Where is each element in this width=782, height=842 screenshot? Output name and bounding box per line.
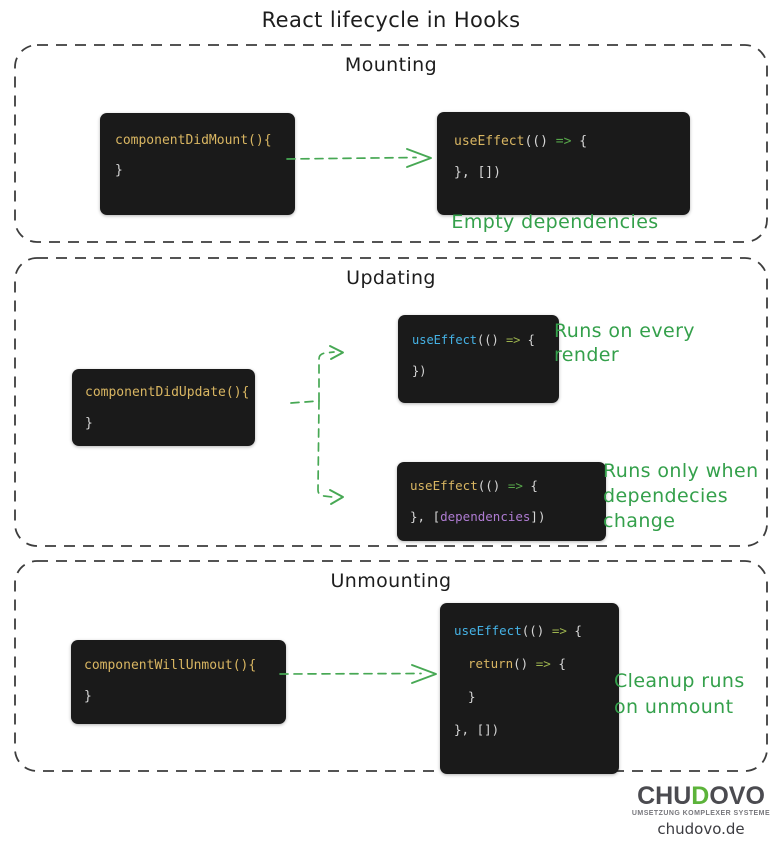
unmounting-header: Unmounting	[330, 570, 452, 592]
code-text: ()	[513, 656, 536, 671]
use-effect-cleanup-block: useEffect(() => { return() => { } }, [])	[440, 603, 619, 774]
unmounting-section-border	[14, 560, 768, 772]
code-text: (()	[477, 333, 506, 347]
code-line: }	[84, 681, 286, 712]
code-text: =>	[505, 333, 521, 347]
updating-header: Updating	[346, 267, 436, 289]
updating-section-border	[14, 257, 768, 547]
wordmark-text: OVO	[709, 782, 765, 810]
code-text: })	[412, 364, 427, 378]
use-effect-every-render-block: useEffect(() => { })	[398, 315, 559, 403]
code-line: }, [dependencies])	[410, 501, 606, 532]
code-line: useEffect(() => {	[454, 614, 619, 647]
logo-site-url: chudovo.de	[657, 820, 745, 839]
annotation-line: Cleanup runs	[614, 670, 745, 692]
wordmark-d: D	[691, 782, 710, 810]
use-effect-empty-deps-block: useEffect(() => { }, [])	[437, 112, 690, 215]
unmounting-section: Unmounting componentWillUnmout(){ } useE…	[14, 560, 768, 774]
runs-on-every-render-annotation: Runs on every render	[554, 319, 695, 367]
chudovo-wordmark: CHUDOVO	[628, 783, 774, 809]
annotation-line: on unmount	[614, 696, 734, 718]
code-text: (()	[521, 623, 552, 638]
annotation-line: dependecies	[603, 485, 729, 507]
code-text: =>	[555, 134, 572, 149]
code-text: return	[468, 656, 514, 671]
mounting-arrow	[286, 148, 432, 168]
code-line: }, [])	[454, 713, 619, 746]
code-text: useEffect	[454, 134, 525, 149]
mounting-section-border	[14, 44, 768, 243]
code-line: }	[85, 408, 255, 439]
code-line: }	[454, 680, 619, 713]
runs-only-when-dependencies-change-annotation: Runs only when dependecies change	[603, 459, 759, 534]
code-line: })	[412, 356, 559, 387]
annotation-line: Runs on every	[554, 320, 695, 342]
component-did-mount-block: componentDidMount(){ }	[100, 113, 295, 215]
code-text: }	[84, 689, 92, 704]
code-text: dependencies	[440, 509, 531, 524]
code-text: {	[520, 333, 535, 347]
empty-dependencies-annotation: Empty dependencies	[451, 211, 659, 233]
updating-section: Updating componentDidUpdate(){ } useEffe…	[14, 257, 768, 547]
code-text: useEffect	[454, 623, 522, 638]
code-text: {	[550, 656, 566, 671]
code-text: =>	[535, 656, 551, 671]
code-text: useEffect	[412, 333, 478, 347]
code-text: }	[468, 689, 476, 704]
code-text: (()	[477, 478, 508, 493]
code-text: }, [	[410, 509, 441, 524]
code-line: useEffect(() => {	[410, 470, 606, 501]
code-line: }, [])	[454, 157, 690, 188]
annotation-line: Runs only when	[603, 460, 759, 482]
annotation-line: render	[554, 344, 620, 366]
code-text: {	[571, 134, 588, 149]
code-text: ])	[530, 509, 546, 524]
component-did-update-block: componentDidUpdate(){ }	[72, 369, 255, 446]
annotation-line: change	[603, 510, 676, 532]
code-text: {	[566, 623, 582, 638]
code-line: componentDidUpdate(){	[85, 377, 255, 408]
diagram-title: React lifecycle in Hooks	[261, 8, 521, 32]
code-text: }, [])	[454, 722, 500, 737]
mounting-header: Mounting	[344, 54, 438, 76]
updating-branch-arrows	[290, 345, 344, 505]
code-text: useEffect	[410, 478, 478, 493]
code-text: =>	[507, 478, 523, 493]
code-line: componentDidMount(){	[115, 126, 295, 156]
use-effect-dependencies-block: useEffect(() => { }, [dependencies])	[397, 462, 606, 541]
code-line: return() => {	[454, 647, 619, 680]
component-will-unmount-block: componentWillUnmout(){ }	[71, 640, 286, 724]
code-text: (()	[524, 134, 556, 149]
code-line: componentWillUnmout(){	[84, 650, 286, 681]
logo-tagline: UMSETZUNG KOMPLEXER SYSTEME	[631, 810, 771, 818]
code-line: useEffect(() => {	[454, 126, 690, 157]
code-line: useEffect(() => {	[412, 325, 559, 356]
mounting-section: Mounting componentDidMount(){ } useEffec…	[14, 44, 768, 243]
code-text: }	[115, 163, 123, 178]
code-text: componentDidUpdate(){	[85, 385, 250, 400]
code-text: =>	[551, 623, 567, 638]
unmounting-arrow	[279, 664, 437, 684]
code-text: }, [])	[454, 165, 501, 180]
cleanup-runs-on-unmount-annotation: Cleanup runs on unmount	[614, 668, 745, 720]
wordmark-text: CHU	[637, 782, 692, 810]
code-text: {	[522, 478, 538, 493]
code-line: }	[115, 156, 295, 186]
code-text: }	[85, 416, 93, 431]
code-text: componentWillUnmout(){	[84, 658, 257, 673]
code-text: componentDidMount(){	[115, 133, 272, 148]
chudovo-logo: CHUDOVO UMSETZUNG KOMPLEXER SYSTEME chud…	[628, 783, 774, 838]
